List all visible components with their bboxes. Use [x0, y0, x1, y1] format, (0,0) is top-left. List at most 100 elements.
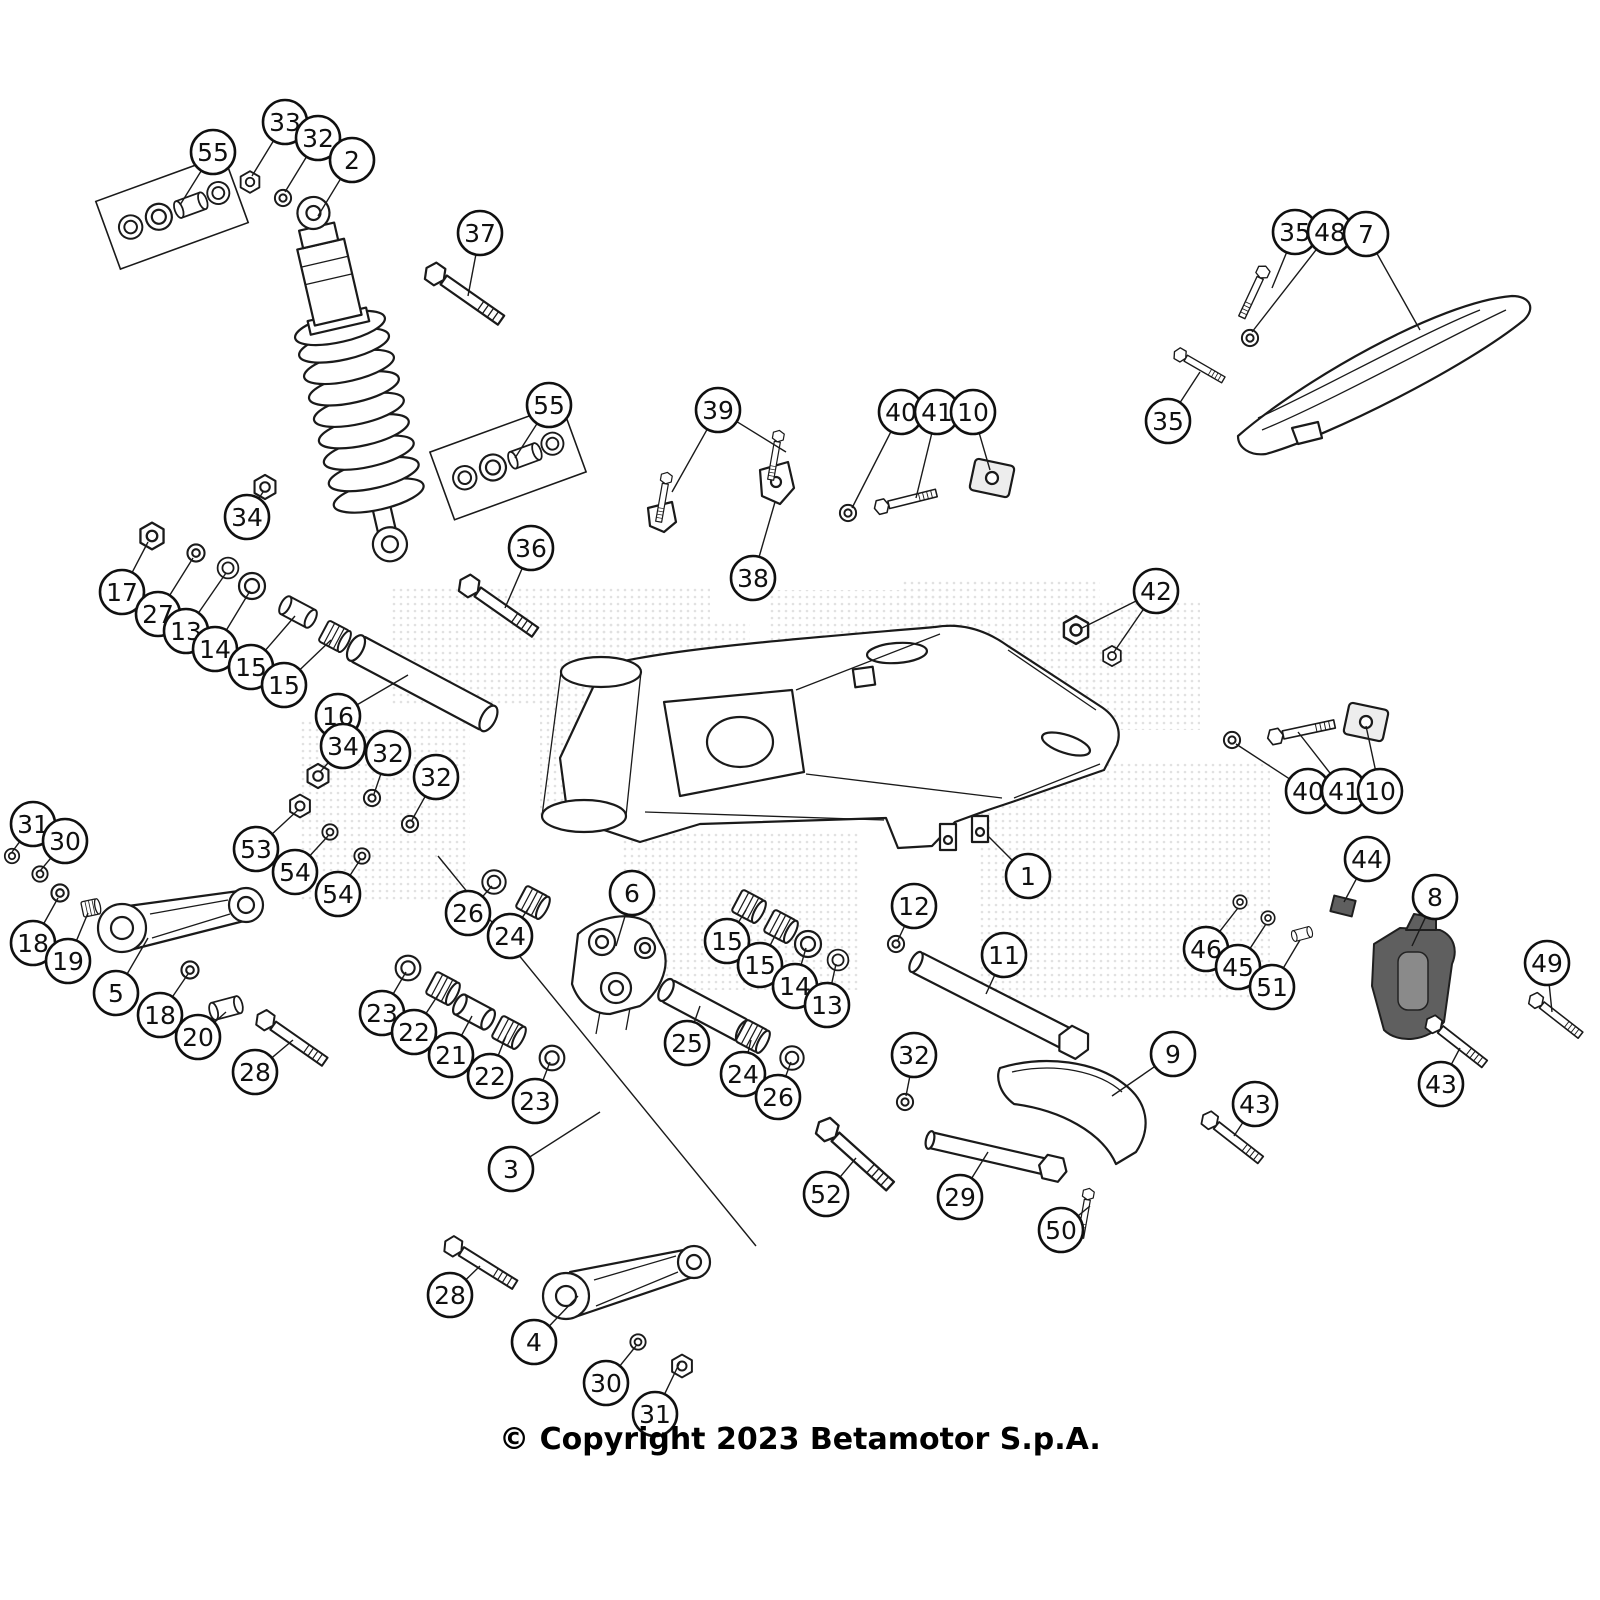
washer-18-b — [180, 960, 200, 980]
svg-text:50: 50 — [1045, 1216, 1077, 1245]
callout-18: 18 — [9, 897, 59, 967]
callout-29: 29 — [936, 1151, 989, 1221]
svg-text:43: 43 — [1425, 1070, 1457, 1099]
callout-9: 9 — [1111, 1030, 1197, 1097]
swingarm-axle — [908, 950, 1090, 1061]
bolt-41-right — [1265, 715, 1337, 747]
callout-2: 2 — [317, 136, 376, 217]
svg-text:2: 2 — [344, 146, 360, 175]
callout-35: 35 — [1144, 371, 1201, 445]
washer-32-c — [400, 814, 420, 834]
seal-kit-mid — [428, 403, 588, 521]
callout-21: 21 — [427, 1015, 475, 1079]
svg-text:34: 34 — [231, 503, 263, 532]
svg-text:40: 40 — [885, 398, 917, 427]
svg-text:40: 40 — [1292, 777, 1324, 806]
callout-55: 55 — [514, 381, 573, 459]
bolt-43-right — [1421, 1011, 1491, 1072]
bolt-29 — [924, 1130, 1068, 1183]
bearing-22-b — [490, 1014, 530, 1052]
callout-48: 48 — [1251, 208, 1354, 333]
washer-32-b — [362, 788, 382, 808]
callout-20: 20 — [174, 1011, 227, 1061]
svg-text:13: 13 — [811, 991, 843, 1020]
callout-49: 49 — [1523, 939, 1571, 1013]
nut-42-a — [1062, 614, 1090, 646]
callout-31: 31 — [631, 1361, 681, 1438]
callout-43: 43 — [1417, 1047, 1465, 1108]
svg-text:15: 15 — [235, 653, 267, 682]
svg-text:41: 41 — [1328, 777, 1360, 806]
ring-13-a — [216, 556, 240, 580]
callout-40: 40 — [851, 388, 925, 509]
svg-text:7: 7 — [1358, 220, 1374, 249]
callout-24: 24 — [486, 905, 534, 960]
callout-26: 26 — [754, 1061, 802, 1121]
chain-guard — [1236, 294, 1532, 456]
seal-kit-top — [94, 153, 250, 271]
bolt-41-top — [872, 485, 939, 516]
svg-text:15: 15 — [711, 927, 743, 956]
callout-32: 32 — [890, 1031, 938, 1097]
washer-48 — [1240, 328, 1260, 348]
nut-33 — [239, 170, 261, 194]
svg-text:30: 30 — [590, 1369, 622, 1398]
svg-text:23: 23 — [519, 1087, 551, 1116]
callout-40: 40 — [1235, 743, 1332, 815]
spacer-51 — [1289, 925, 1315, 943]
callout-30: 30 — [39, 817, 89, 872]
copyright-text: © Copyright 2023 Betamotor S.p.A. — [499, 1422, 1101, 1457]
svg-text:53: 53 — [240, 835, 272, 864]
callout-52: 52 — [802, 1157, 857, 1218]
swingarm — [540, 624, 1120, 852]
svg-text:32: 32 — [898, 1041, 930, 1070]
svg-text:49: 49 — [1531, 949, 1563, 978]
svg-text:5: 5 — [108, 979, 124, 1008]
ring-13-b — [826, 948, 850, 972]
callout-32: 32 — [411, 753, 460, 821]
callout-43: 43 — [1231, 1080, 1279, 1137]
svg-text:32: 32 — [302, 124, 334, 153]
svg-text:28: 28 — [434, 1281, 466, 1310]
washer-18-a — [50, 883, 70, 903]
callout-45: 45 — [1214, 923, 1267, 991]
chain-adjuster-block-top — [968, 457, 1016, 499]
chain-adjuster-block-right — [1342, 701, 1390, 743]
svg-text:39: 39 — [702, 396, 734, 425]
callout-38: 38 — [729, 501, 777, 602]
svg-text:44: 44 — [1351, 845, 1383, 874]
svg-text:15: 15 — [268, 671, 300, 700]
svg-text:20: 20 — [182, 1023, 214, 1052]
svg-text:36: 36 — [515, 534, 547, 563]
svg-text:10: 10 — [1364, 777, 1396, 806]
callout-15: 15 — [260, 639, 332, 709]
svg-text:21: 21 — [435, 1041, 467, 1070]
bolt-49 — [1525, 989, 1586, 1042]
seal-23-a — [394, 954, 422, 982]
callout-17: 17 — [98, 541, 149, 616]
svg-text:38: 38 — [737, 564, 769, 593]
shock-pivot-pin — [345, 634, 499, 733]
callout-25: 25 — [663, 1005, 711, 1067]
callout-51: 51 — [1248, 939, 1301, 1011]
svg-text:35: 35 — [1279, 218, 1311, 247]
svg-text:1: 1 — [1020, 862, 1036, 891]
callout-15: 15 — [703, 909, 751, 965]
callout-22: 22 — [466, 1035, 514, 1100]
svg-text:26: 26 — [762, 1083, 794, 1112]
rocker-link — [570, 915, 667, 1035]
svg-text:14: 14 — [199, 635, 231, 664]
svg-text:26: 26 — [452, 899, 484, 928]
callout-54: 54 — [271, 835, 329, 896]
svg-text:24: 24 — [494, 922, 526, 951]
svg-text:18: 18 — [17, 929, 49, 958]
bushing-20 — [206, 994, 246, 1022]
callout-13: 13 — [803, 963, 851, 1029]
callout-6: 6 — [608, 869, 656, 947]
callout-50: 50 — [1037, 1205, 1091, 1254]
svg-text:10: 10 — [957, 398, 989, 427]
svg-text:18: 18 — [144, 1001, 176, 1030]
svg-text:3: 3 — [503, 1155, 519, 1184]
